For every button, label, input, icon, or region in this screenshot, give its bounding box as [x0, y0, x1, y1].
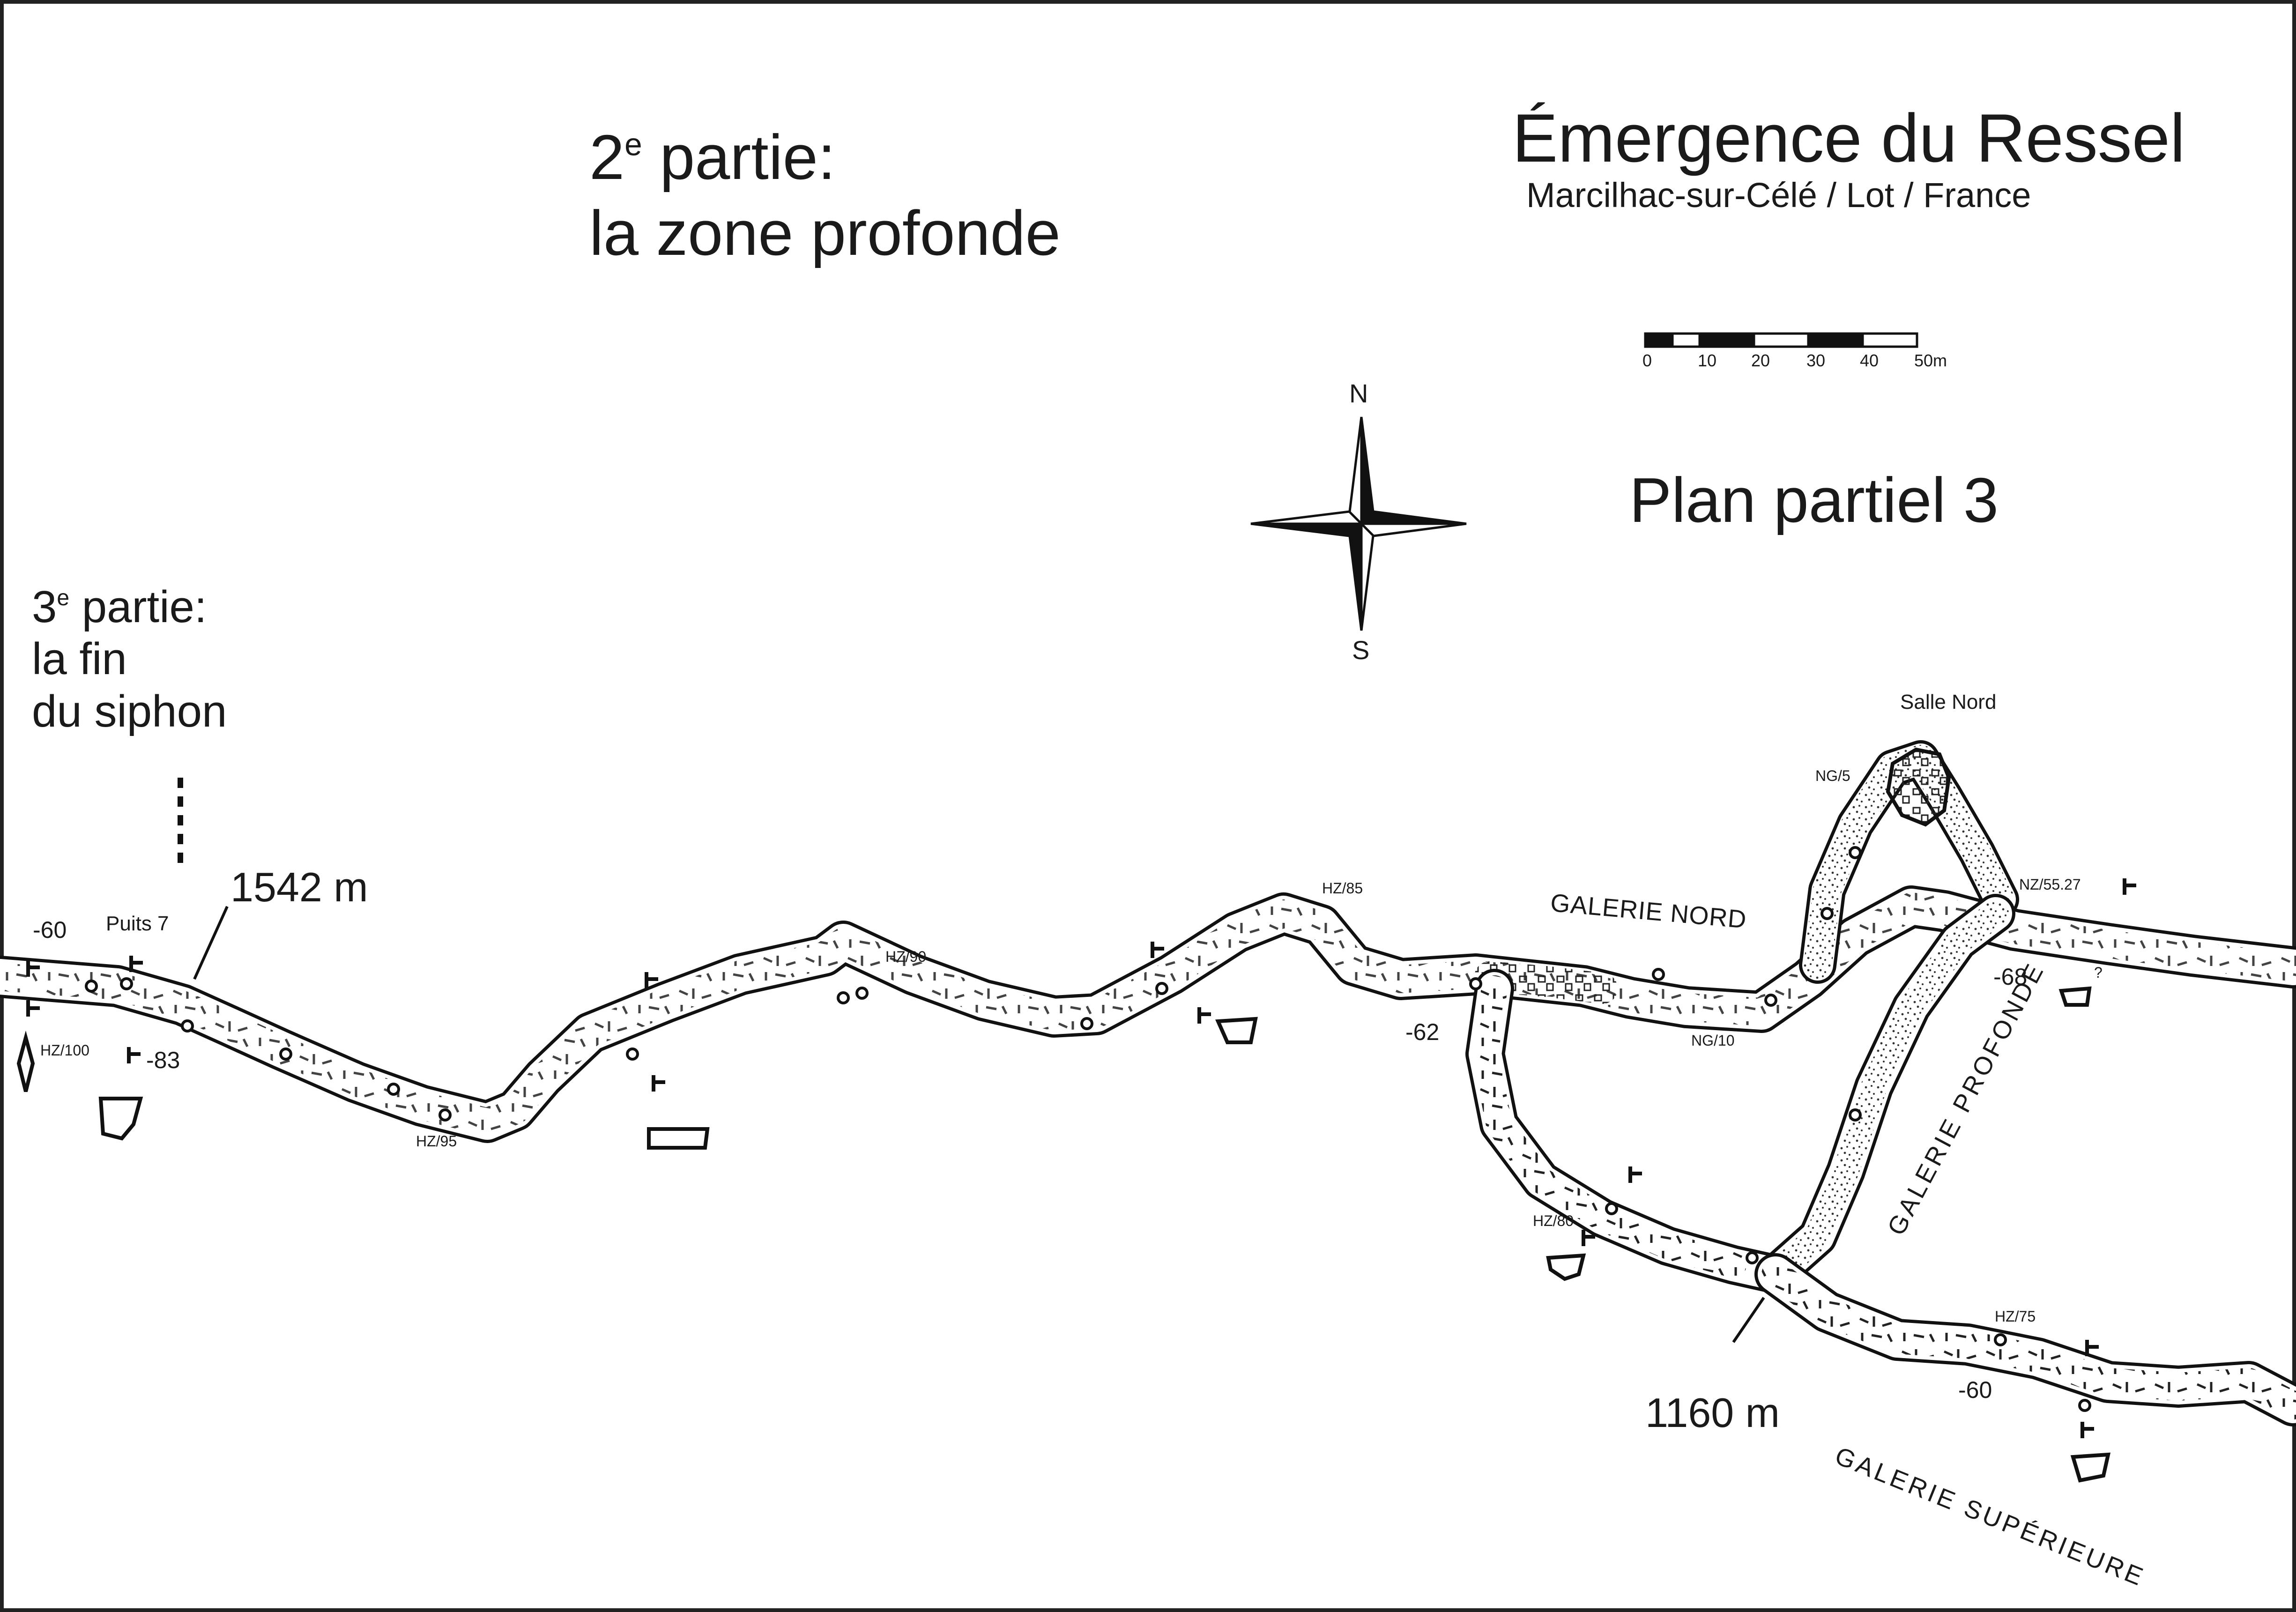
salle-nord-label: Salle Nord [1900, 691, 1997, 713]
depth-minus-68: -68 [1993, 964, 2028, 990]
station-hz90: HZ/90 [885, 948, 927, 965]
depth-minus-60-left: -60 [33, 917, 67, 943]
station-hz80: HZ/80 [1533, 1212, 1574, 1229]
section-3-ordinal-sup: e [57, 586, 70, 610]
station-hz100: HZ/100 [40, 1042, 89, 1059]
plan-label: Plan partiel 3 [1629, 465, 1999, 535]
compass-rose [1250, 416, 1467, 631]
section-2-ordinal-sup: e [624, 127, 642, 163]
section-3-line3: du siphon [32, 686, 227, 736]
station-nz: NZ/55.27 [2019, 876, 2081, 893]
cross-sections [16, 986, 2111, 1483]
station-hz85: HZ/85 [1322, 880, 1363, 897]
scale-tick-40: 40 [1860, 351, 1879, 370]
section-3-line2: la fin [32, 634, 127, 684]
section-2-line2: la zone profonde [589, 198, 1061, 268]
lower-loop-passage [1465, 894, 2296, 1426]
scale-tick-10: 10 [1698, 351, 1717, 370]
map-subtitle: Marcilhac-sur-Célé / Lot / France [1526, 176, 2031, 215]
section-3-line1: partie: [69, 582, 207, 632]
distance-1160: 1160 m [1645, 1389, 1780, 1436]
scale-tick-0: 0 [1642, 351, 1652, 370]
station-hz95: HZ/95 [416, 1133, 457, 1150]
map-title: Émergence du Ressel [1512, 100, 2185, 176]
scale-tick-30: 30 [1806, 351, 1826, 370]
depth-minus-62: -62 [1405, 1019, 1440, 1045]
station-hz75: HZ/75 [1995, 1308, 2036, 1325]
galerie-profonde-passage [0, 885, 2296, 1143]
survey-stations [85, 846, 2091, 1412]
depth-minus-60-right: -60 [1958, 1377, 1992, 1403]
salle-nord-chamber [1886, 747, 1951, 827]
section-2-ordinal: 2 [589, 122, 625, 193]
section-3-ordinal: 3 [32, 582, 57, 632]
scale-tick-50: 50m [1914, 351, 1947, 370]
section-2-line1: partie: [642, 122, 836, 193]
depth-minus-83: -83 [146, 1047, 180, 1073]
leader-1160 [1732, 1297, 1765, 1343]
leader-1542 [193, 906, 229, 980]
section-2-heading: 2e partie: la zone profonde [589, 119, 1061, 271]
distance-1542: 1542 m [230, 864, 368, 910]
section-3-heading: 3e partie: la fin du siphon [32, 581, 227, 737]
station-ng5: NG/5 [1815, 767, 1850, 784]
section-ticks [26, 878, 2136, 1438]
puits-7-label: Puits 7 [106, 912, 169, 935]
compass-north: N [1349, 379, 1368, 408]
scale-tick-20: 20 [1751, 351, 1770, 370]
station-ng10: NG/10 [1691, 1032, 1735, 1049]
compass-south: S [1352, 635, 1370, 665]
scale-bar [1644, 332, 1918, 348]
question-mark: ? [2094, 964, 2103, 981]
